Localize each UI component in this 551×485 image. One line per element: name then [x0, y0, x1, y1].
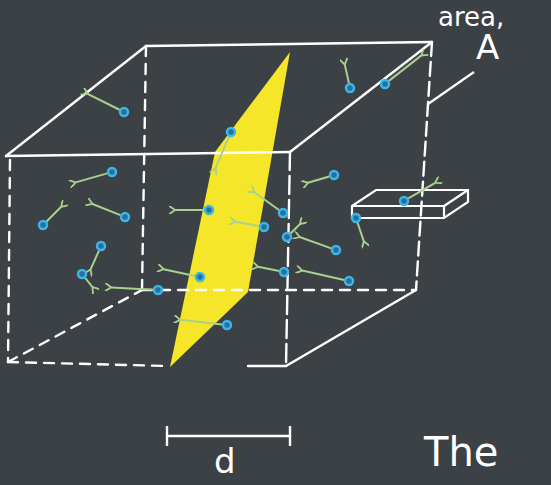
leader-line	[428, 72, 474, 104]
area-label: area,	[438, 4, 504, 30]
gas-molecule	[121, 213, 129, 221]
gas-molecule	[39, 221, 47, 229]
velocity-arrow	[47, 207, 62, 222]
molecules	[39, 55, 435, 329]
velocity-arrow	[88, 94, 120, 110]
velocity-arrow	[164, 269, 196, 276]
box-outline	[6, 42, 432, 366]
velocity-arrow	[91, 251, 99, 270]
velocity-arrow	[308, 176, 329, 182]
velocity-arrow	[302, 271, 344, 280]
gas-molecule	[346, 84, 354, 92]
note-text: The	[424, 432, 498, 472]
gas-molecule	[332, 246, 340, 254]
velocity-arrow	[408, 183, 435, 199]
gas-molecule	[260, 223, 268, 231]
velocity-arrow	[254, 192, 279, 210]
velocity-arrow	[300, 237, 332, 248]
velocity-arrow	[215, 137, 229, 169]
velocity-arrow	[76, 173, 108, 182]
velocity-arrow	[291, 224, 300, 233]
area-symbol: A	[476, 30, 499, 64]
piston-handle	[352, 190, 468, 218]
velocity-arrow	[345, 65, 349, 84]
dimension-label: d	[214, 444, 236, 478]
gas-molecule	[280, 268, 288, 276]
gas-molecule	[283, 233, 291, 241]
gas-molecule	[227, 128, 235, 136]
gas-molecule	[97, 242, 105, 250]
velocity-arrow	[175, 209, 204, 211]
velocity-arrow	[93, 204, 121, 215]
velocity-arrow	[180, 320, 222, 325]
gas-molecule	[330, 171, 338, 179]
velocity-arrow	[358, 223, 364, 242]
gas-molecule	[352, 214, 360, 222]
gas-molecule	[78, 270, 86, 278]
velocity-arrow	[258, 267, 279, 271]
gas-molecule	[108, 168, 116, 176]
velocity-arrow	[85, 278, 92, 287]
velocity-arrow	[235, 222, 259, 226]
velocity-arrow	[111, 287, 153, 289]
dimension-bracket	[167, 426, 290, 446]
gas-molecule	[381, 80, 389, 88]
gas-molecule	[345, 277, 353, 285]
gas-molecule	[400, 197, 408, 205]
gas-molecule	[223, 321, 231, 329]
velocity-arrow	[389, 55, 421, 81]
gas-molecule	[196, 273, 204, 281]
gas-molecule	[205, 206, 213, 214]
gas-molecule	[120, 108, 128, 116]
gas-molecule	[279, 209, 287, 217]
area-plane	[170, 52, 290, 367]
gas-molecule	[154, 286, 162, 294]
